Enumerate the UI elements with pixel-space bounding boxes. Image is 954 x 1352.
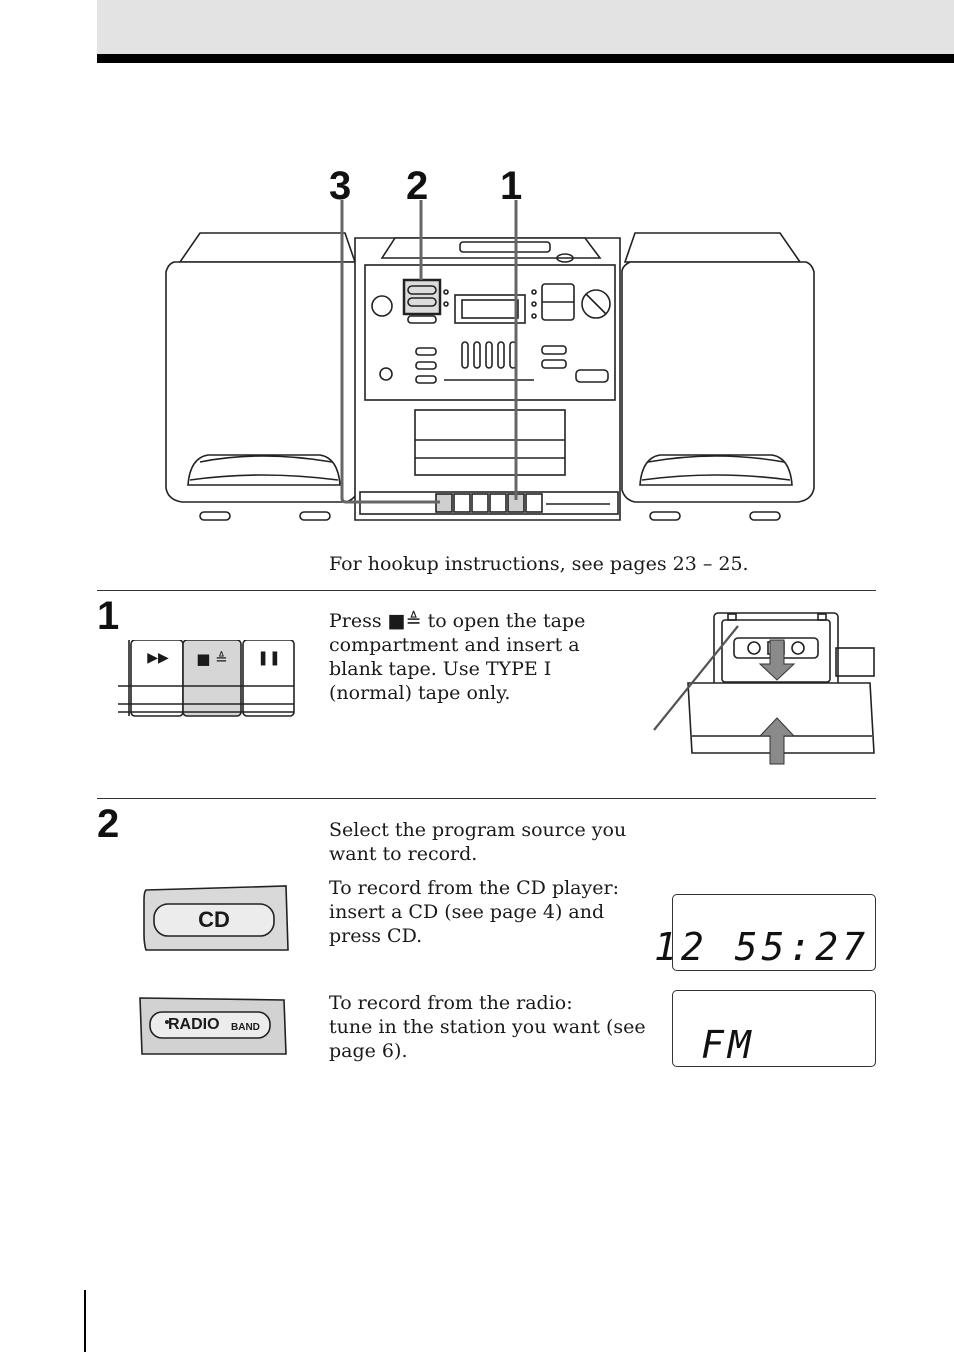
indicator-dot-icon bbox=[165, 1020, 169, 1024]
cd-instructions: To record from the CD player: insert a C… bbox=[329, 877, 619, 947]
boombox-illustration bbox=[165, 200, 815, 521]
cd-button-label: CD bbox=[198, 907, 230, 932]
radio-band-button: RADIO BAND bbox=[138, 996, 288, 1056]
radio-lcd-display: FM bbox=[672, 990, 876, 1067]
radio-button-label: RADIO bbox=[168, 1016, 220, 1033]
pause-icon: ❚❚ bbox=[257, 650, 281, 666]
header-rule bbox=[97, 54, 954, 63]
radio-instructions-line-2: tune in the station you want (see page 6… bbox=[329, 1016, 646, 1062]
step-1-text: Press ■≜ to open the tape compartment an… bbox=[329, 610, 586, 704]
stop-eject-icon: ■ ≜ bbox=[196, 650, 228, 668]
cd-lcd-display: 12 55:27 bbox=[654, 894, 876, 971]
step-1-number: 1 bbox=[97, 594, 120, 638]
header-band bbox=[97, 0, 954, 54]
section-divider-2 bbox=[97, 798, 876, 799]
radio-instructions-line-1: To record from the radio: bbox=[329, 992, 573, 1014]
callout-1: 1 bbox=[500, 164, 523, 208]
page-margin-marker bbox=[84, 1290, 86, 1352]
callout-3: 3 bbox=[329, 164, 352, 208]
radio-lcd-readout: FM bbox=[701, 1023, 755, 1067]
tape-button-panel: ▶▶ ■ ≜ ❚❚ bbox=[118, 640, 298, 718]
section-divider-1 bbox=[97, 590, 876, 591]
fast-forward-icon: ▶▶ bbox=[147, 650, 169, 666]
step-2-number: 2 bbox=[97, 802, 120, 846]
callout-2: 2 bbox=[406, 164, 429, 208]
cd-lcd-readout: 12 55:27 bbox=[653, 925, 869, 969]
cassette-insert-illustration bbox=[653, 612, 875, 765]
band-button-label: BAND bbox=[231, 1022, 260, 1033]
cd-button: CD bbox=[140, 884, 290, 952]
step-2-intro: Select the program source you want to re… bbox=[329, 819, 627, 865]
hookup-instructions: For hookup instructions, see pages 23 – … bbox=[329, 553, 749, 575]
